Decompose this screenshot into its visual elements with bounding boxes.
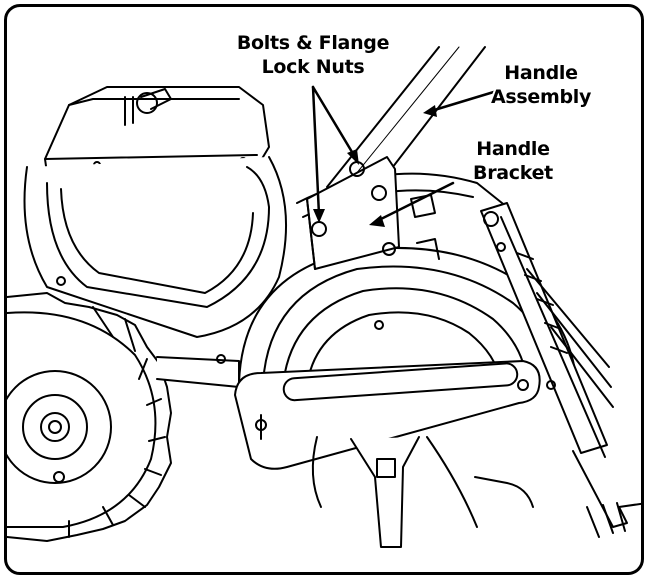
leader-handle-bracket [375,181,455,223]
leader-arrowheads [313,105,437,227]
leader-handle-assembly [429,89,499,113]
bolt-nut-top-right [371,185,387,201]
handle-bracket [306,156,440,270]
handle-assembly-label-line2: Assembly [491,86,592,108]
leader-bolts-to-top-nut [311,85,357,159]
handle-assembly [326,46,486,188]
engine-cover [44,86,270,174]
tines [311,436,534,548]
leader-bolts-to-left-nut [311,85,321,217]
handle-assembly-label-line1: Handle [504,62,577,84]
rear-flap [480,202,641,538]
tiller-handle-diagram: Bolts & Flange Lock Nuts Handle Assembly… [7,30,641,548]
leader-lines [311,85,499,223]
handle-bracket-label-line1: Handle [476,138,549,160]
side-plate [234,360,541,470]
wheel [7,292,172,542]
bolts-label-line1: Bolts & Flange [237,32,389,54]
handle-bracket-label-line2: Bracket [473,162,553,184]
frame-tube [156,354,240,388]
belt-housing [23,156,288,338]
figure-frame: Bolts & Flange Lock Nuts Handle Assembly… [4,4,644,575]
bolts-label-line2: Lock Nuts [262,56,365,78]
